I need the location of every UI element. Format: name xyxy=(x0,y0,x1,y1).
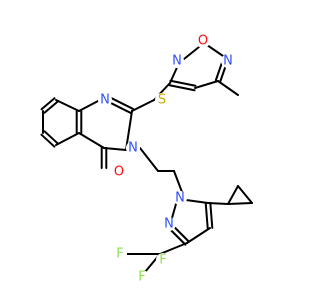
atom-label-n_fur_r: N xyxy=(223,54,233,69)
bond-20 xyxy=(55,132,80,146)
bonds-layer xyxy=(40,44,253,273)
atom-o_carbonyl: O xyxy=(112,165,126,180)
bond-6 xyxy=(217,80,239,96)
atom-n_pyr_2: N xyxy=(162,217,176,232)
atom-background xyxy=(113,247,127,261)
bond-33 xyxy=(159,242,188,255)
atom-background xyxy=(156,253,170,267)
atom-label-f_1: F xyxy=(116,247,123,262)
atom-background xyxy=(170,54,184,68)
atom-n_pyr_1: N xyxy=(173,191,187,206)
atom-label-n_pyr_1: N xyxy=(175,191,185,206)
atom-label-o_carbonyl: O xyxy=(114,165,124,180)
atom-background xyxy=(162,217,176,231)
atom-background xyxy=(155,93,169,107)
atom-background xyxy=(196,34,210,48)
atom-background xyxy=(126,141,140,155)
atom-label-f_2: F xyxy=(138,270,145,285)
bond-9-0 xyxy=(107,101,132,115)
atom-background xyxy=(221,54,235,68)
atom-f_1: F xyxy=(113,247,127,262)
bond-28 xyxy=(171,203,177,219)
atom-n_quin_top: N xyxy=(98,93,112,108)
bond-31 xyxy=(227,202,253,205)
atom-f_2: F xyxy=(135,270,149,285)
atom-background xyxy=(135,270,149,284)
bond-17-0 xyxy=(43,100,59,114)
atom-n_fur_r: N xyxy=(221,54,235,69)
bond-2 xyxy=(206,44,227,59)
bond-9-1 xyxy=(110,96,135,110)
bond-8 xyxy=(131,99,155,112)
bond-26 xyxy=(186,227,211,244)
atom-label-n_fur_l: N xyxy=(172,54,182,69)
bond-16 xyxy=(55,99,80,112)
atom-n_quin_3: N xyxy=(126,141,140,156)
atom-background xyxy=(98,93,112,107)
atom-s: S xyxy=(155,93,169,108)
bond-21 xyxy=(139,147,159,172)
bond-32 xyxy=(237,185,253,204)
bond-5-1 xyxy=(169,79,197,87)
bond-14 xyxy=(125,110,133,151)
bond-4 xyxy=(194,80,219,89)
bond-5-0 xyxy=(168,84,196,92)
bond-17-1 xyxy=(40,97,56,111)
bond-12 xyxy=(78,132,105,149)
bond-19-0 xyxy=(43,130,59,145)
atom-o_fur: O xyxy=(196,34,210,49)
atom-n_fur_l: N xyxy=(170,54,184,69)
atom-label-n_pyr_2: N xyxy=(164,217,174,232)
atom-background xyxy=(112,165,126,179)
bond-27-1 xyxy=(173,226,190,243)
bond-19-1 xyxy=(40,133,56,148)
atom-label-n_quin_3: N xyxy=(128,141,138,156)
atom-label-s: S xyxy=(158,93,166,108)
bond-25-1 xyxy=(204,202,209,230)
bond-30 xyxy=(227,185,239,205)
bond-27-0 xyxy=(170,229,187,246)
bond-24 xyxy=(185,199,209,204)
bond-25-0 xyxy=(209,201,214,229)
atom-label-f_3: F xyxy=(159,253,166,268)
bond-10 xyxy=(78,99,101,112)
atom-label-o_fur: O xyxy=(198,34,208,49)
bond-29 xyxy=(207,202,229,205)
bond-23 xyxy=(173,170,183,193)
atom-f_3: F xyxy=(156,253,170,268)
bond-13 xyxy=(103,147,127,151)
atom-background xyxy=(173,191,187,205)
atom-label-n_quin_top: N xyxy=(100,93,110,108)
